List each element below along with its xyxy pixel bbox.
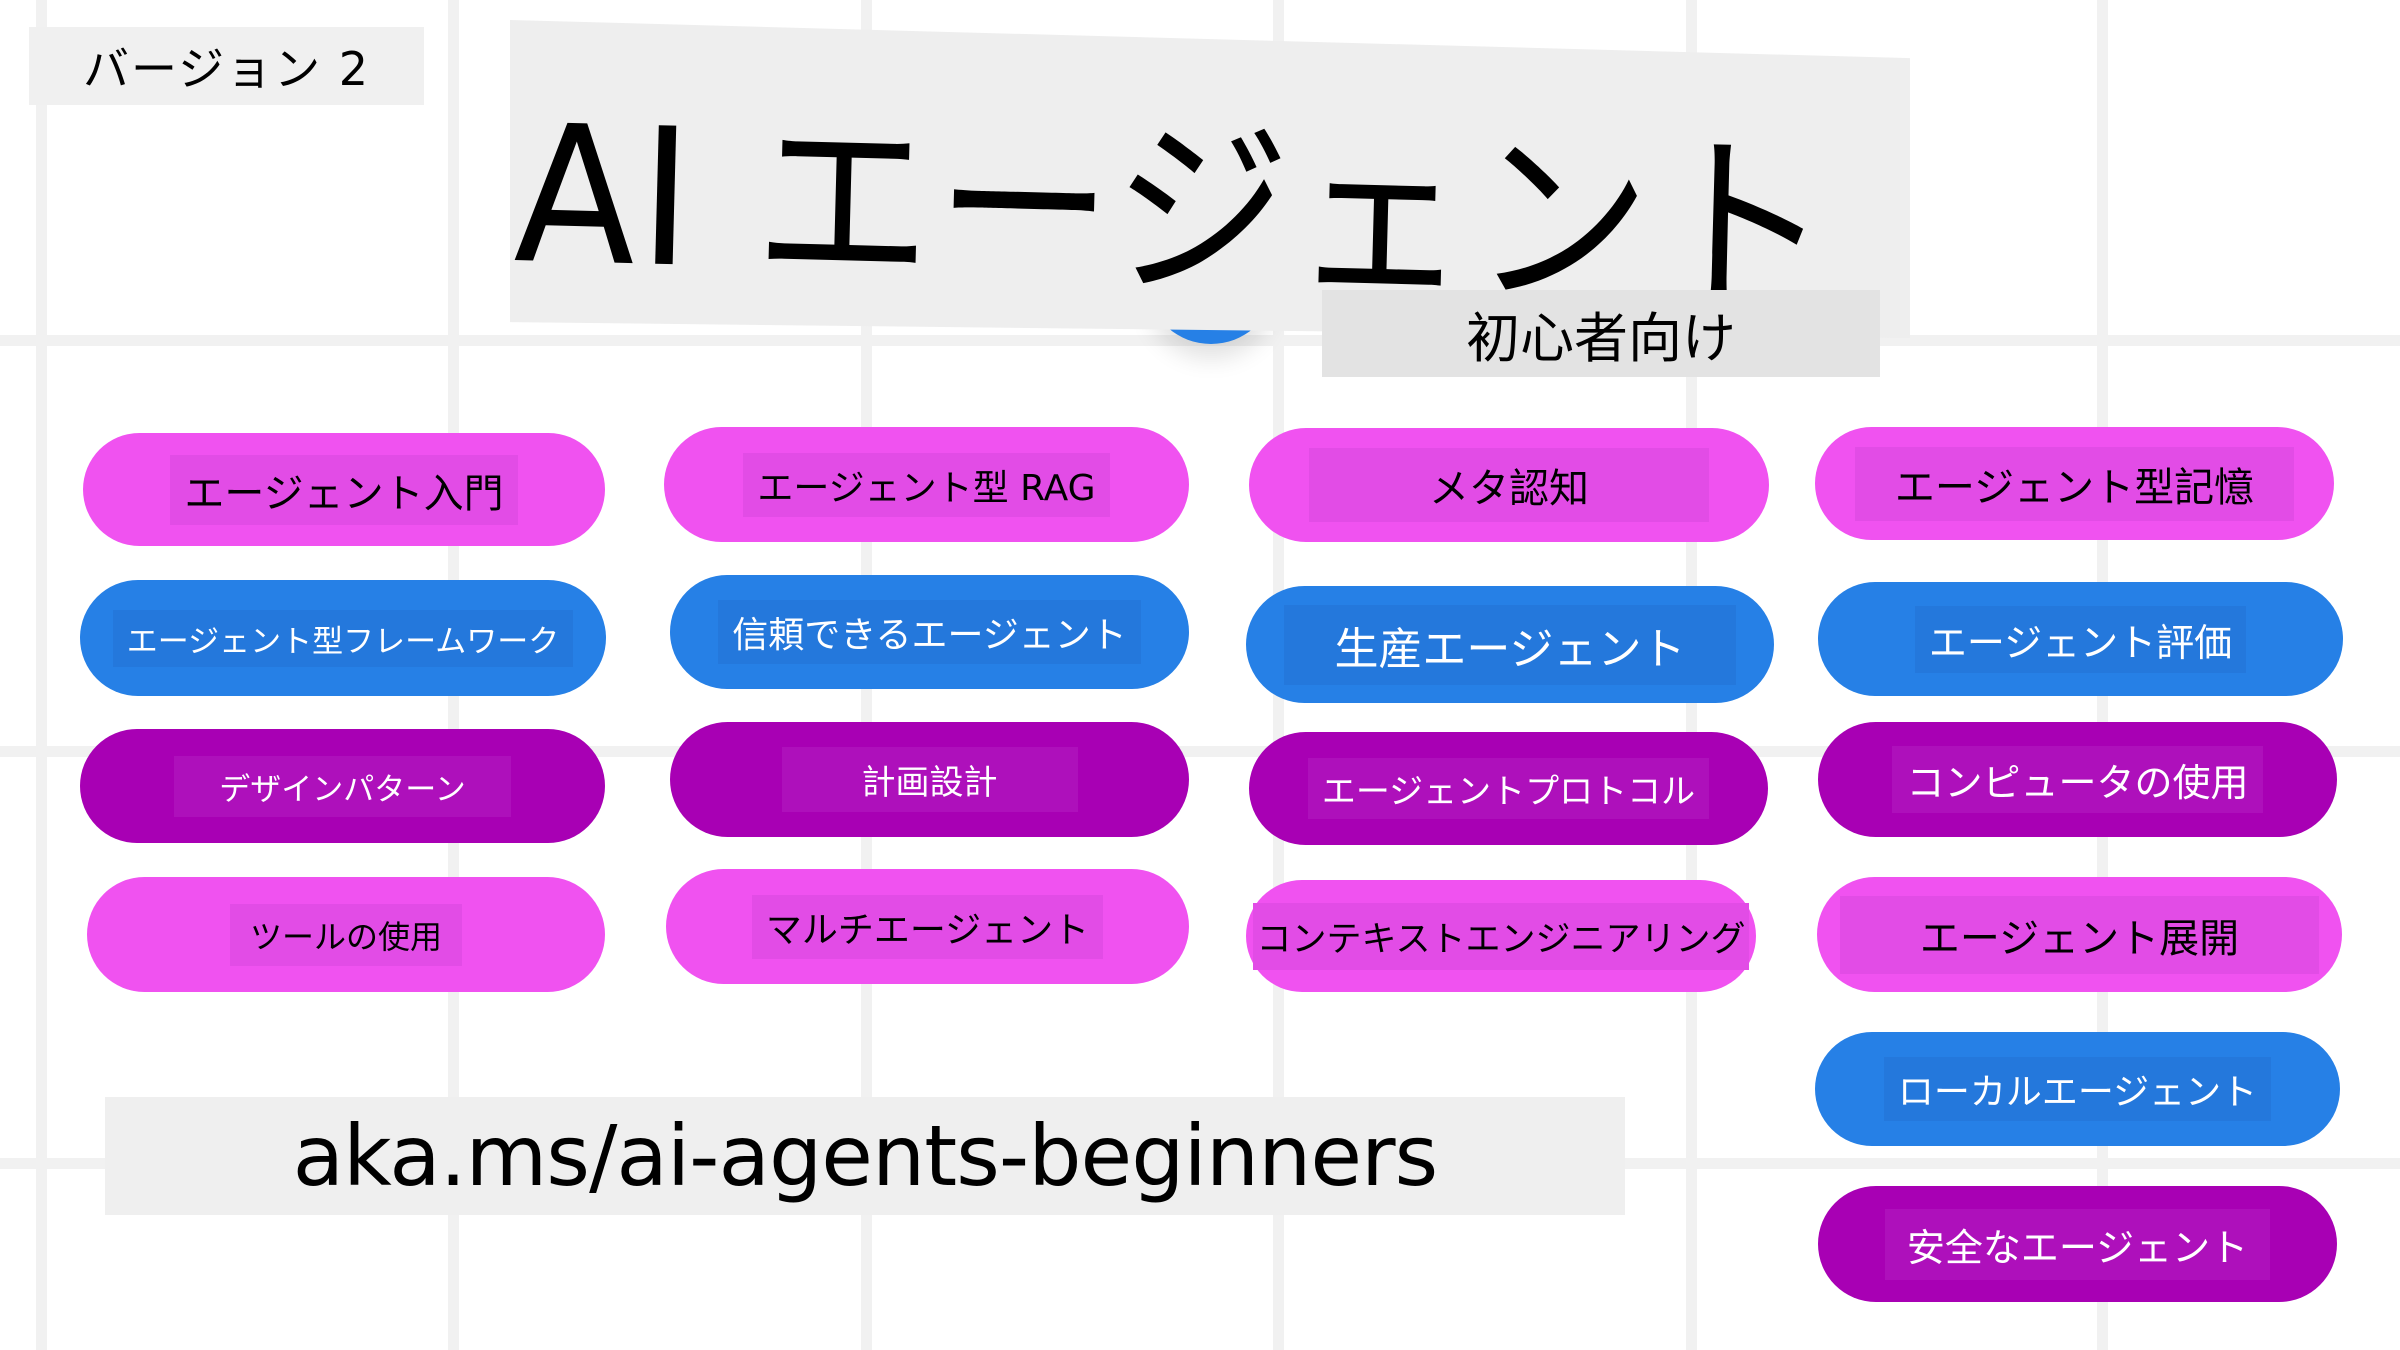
lesson-label: エージェント型 RAG [743,452,1110,517]
lesson-pill-planning[interactable]: 計画設計 [670,722,1189,837]
lesson-pill-design-patterns[interactable]: デザインパターン [80,729,605,843]
lesson-pill-memory[interactable]: エージェント型記憶 [1815,427,2334,540]
course-url-link[interactable]: aka.ms/ai-agents-beginners [292,1107,1439,1205]
lesson-label: エージェント型フレームワーク [112,609,574,667]
grid-line [0,746,2400,757]
lesson-label: ツールの使用 [229,903,462,966]
lesson-pill-computer-use[interactable]: コンピュータの使用 [1818,722,2337,837]
lesson-label: メタ認知 [1309,448,1709,522]
lesson-pill-tool-use[interactable]: ツールの使用 [87,877,605,992]
lesson-pill-secure-agents[interactable]: 安全なエージェント [1818,1186,2337,1302]
lesson-label: エージェント型記憶 [1854,446,2295,521]
lesson-label: エージェント入門 [170,454,518,525]
version-label: バージョン 2 [29,27,424,105]
version-text: バージョン 2 [83,42,370,96]
lesson-label: エージェント評価 [1914,605,2247,673]
course-url-banner: aka.ms/ai-agents-beginners [105,1097,1625,1215]
lesson-pill-protocols[interactable]: エージェントプロトコル [1249,732,1768,845]
lesson-pill-frameworks[interactable]: エージェント型フレームワーク [80,580,606,696]
grid-line [36,0,47,1350]
lesson-label: エージェントプロトコル [1307,758,1710,819]
lesson-label: コンピュータの使用 [1892,746,2263,813]
lesson-pill-evaluation[interactable]: エージェント評価 [1818,582,2343,696]
lesson-label: 計画設計 [781,747,1078,812]
lesson-label: 信頼できるエージェント [718,600,1141,664]
lesson-pill-local-agents[interactable]: ローカルエージェント [1815,1032,2340,1146]
subtitle-badge: 初心者向け [1322,290,1880,377]
lesson-label: デザインパターン [174,755,511,817]
lesson-label: 生産エージェント [1284,604,1736,685]
lesson-label: マルチエージェント [751,894,1104,959]
subtitle-text: 初心者向け [1466,307,1736,370]
lesson-pill-intro[interactable]: エージェント入門 [83,433,605,546]
title-banner [510,20,1910,338]
lesson-pill-context-engineering[interactable]: コンテキストエンジニアリング [1246,880,1756,992]
lesson-label: コンテキストエンジニアリング [1252,902,1750,970]
lesson-label: ローカルエージェント [1883,1057,2272,1121]
lesson-pill-agentic-rag[interactable]: エージェント型 RAG [664,427,1189,542]
lesson-pill-deployment[interactable]: エージェント展開 [1817,877,2342,992]
lesson-label: 安全なエージェント [1884,1208,2271,1280]
lesson-label: エージェント展開 [1839,895,2320,974]
lesson-pill-production[interactable]: 生産エージェント [1246,586,1774,703]
lesson-pill-metacognition[interactable]: メタ認知 [1249,428,1769,542]
lesson-pill-trustworthy[interactable]: 信頼できるエージェント [670,575,1189,689]
lesson-pill-multi-agent[interactable]: マルチエージェント [666,869,1189,984]
